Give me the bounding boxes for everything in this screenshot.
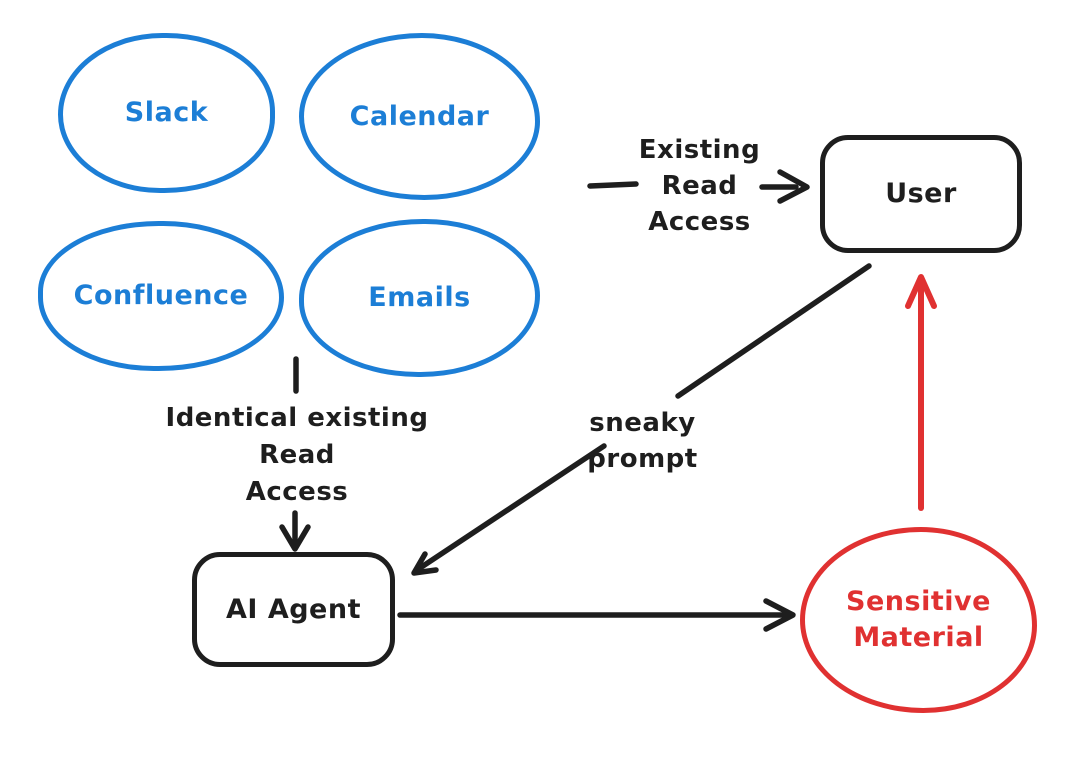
node-calendar: Calendar [299, 33, 540, 200]
edge-user-to-ai-agent-upper [675, 263, 872, 399]
node-user: User [820, 135, 1022, 253]
node-slack-label: Slack [124, 97, 209, 128]
edge-label-sneaky-prompt: sneaky prompt [587, 408, 698, 474]
edge-user-to-ai-agent-arrowhead-icon [411, 551, 439, 576]
node-sensitive-material-label: Sensitive Material [846, 586, 991, 653]
node-confluence: Confluence [38, 221, 284, 371]
node-emails-label: Emails [368, 282, 471, 313]
edge-sources-to-ai-agent-arrowhead-icon [279, 524, 311, 552]
edge-ai-agent-to-sensitive-arrowhead-icon [763, 598, 796, 632]
edge-sensitive-to-user-arrowhead-icon [905, 274, 937, 309]
node-user-label: User [885, 178, 957, 209]
node-slack: Slack [58, 33, 275, 193]
edge-label-identical-read-access: Identical existing Read Access [165, 403, 429, 507]
node-emails: Emails [299, 219, 540, 377]
node-ai-agent-label: AI Agent [225, 593, 361, 625]
node-confluence-label: Confluence [73, 280, 249, 311]
edge-label-existing-read-access: Existing Read Access [638, 135, 761, 237]
node-ai-agent: AI Agent [192, 552, 395, 667]
node-calendar-label: Calendar [349, 100, 490, 132]
node-sensitive-material: Sensitive Material [800, 527, 1037, 713]
